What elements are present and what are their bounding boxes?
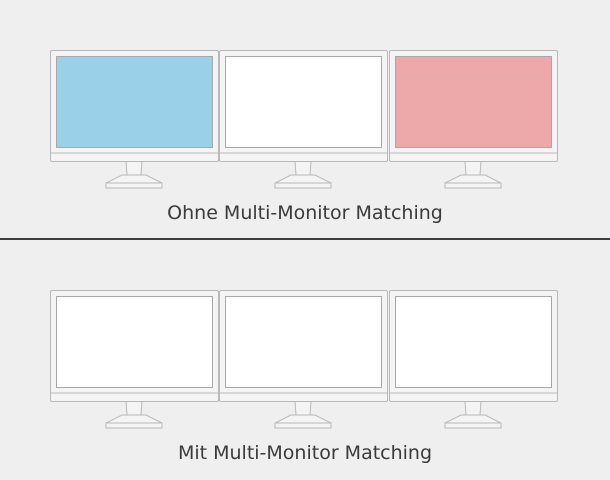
monitor-stand-neck xyxy=(125,400,143,416)
with-matching-monitor-1 xyxy=(50,290,219,429)
monitor-stand-base xyxy=(105,414,163,429)
monitor-screen xyxy=(225,296,382,388)
monitor-row-without-matching xyxy=(50,50,558,189)
monitor-stand-base xyxy=(444,414,502,429)
monitor-screen xyxy=(56,56,213,148)
monitor-stand-base xyxy=(105,174,163,189)
caption-with-matching: Mit Multi-Monitor Matching xyxy=(177,442,433,464)
monitor-stand-base xyxy=(274,174,332,189)
with-matching-monitor-3 xyxy=(389,290,558,429)
monitor-stand-neck xyxy=(464,400,482,416)
monitor-screen xyxy=(225,56,382,148)
without-matching-monitor-2 xyxy=(219,50,388,189)
monitor-screen xyxy=(395,296,552,388)
caption-without-matching: Ohne Multi-Monitor Matching xyxy=(167,202,443,224)
without-matching-monitor-1 xyxy=(50,50,219,189)
monitor-screen xyxy=(56,296,213,388)
divider xyxy=(0,238,610,240)
without-matching-monitor-3 xyxy=(389,50,558,189)
with-matching-monitor-2 xyxy=(219,290,388,429)
monitor-stand-base xyxy=(274,414,332,429)
monitor-screen xyxy=(395,56,552,148)
monitor-stand-neck xyxy=(125,160,143,176)
monitor-stand-neck xyxy=(294,400,312,416)
monitor-stand-neck xyxy=(464,160,482,176)
monitor-stand-neck xyxy=(294,160,312,176)
monitor-row-with-matching xyxy=(50,290,558,429)
monitor-stand-base xyxy=(444,174,502,189)
